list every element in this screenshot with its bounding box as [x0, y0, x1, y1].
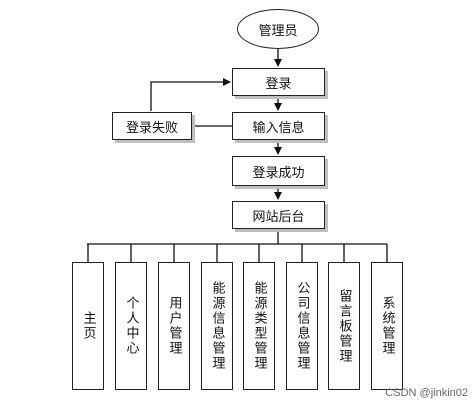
watermark: CSDN @jinkin02 [385, 387, 468, 399]
login-label: 登录 [265, 76, 292, 92]
module-system-management: 系统管理 [371, 262, 403, 390]
module-label: 能源类型管理 [251, 281, 267, 371]
module-energy-info-management: 能源信息管理 [201, 262, 233, 390]
module-label: 能源信息管理 [209, 281, 225, 371]
module-home: 主页 [72, 262, 104, 390]
input-info-node: 输入信息 [232, 112, 325, 140]
login-success-label: 登录成功 [252, 165, 305, 181]
module-user-management: 用户管理 [158, 262, 190, 390]
module-label: 留言板管理 [336, 288, 352, 364]
login-success-node: 登录成功 [232, 156, 325, 186]
admin-label: 管理员 [258, 23, 298, 39]
module-label: 个人中心 [123, 296, 139, 356]
login-fail-label: 登录失败 [125, 120, 178, 136]
module-label: 用户管理 [166, 296, 182, 356]
module-label: 系统管理 [379, 296, 395, 356]
input-info-label: 输入信息 [252, 120, 305, 136]
login-fail-node: 登录失败 [112, 112, 192, 140]
backend-label: 网站后台 [252, 209, 305, 225]
module-label: 主页 [80, 311, 96, 341]
login-node: 登录 [232, 68, 325, 96]
module-personal-center: 个人中心 [115, 262, 147, 390]
module-energy-type-management: 能源类型管理 [243, 262, 275, 390]
admin-node: 管理员 [237, 9, 319, 49]
backend-node: 网站后台 [232, 201, 325, 229]
module-label: 公司信息管理 [294, 281, 310, 371]
module-company-info-management: 公司信息管理 [286, 262, 318, 390]
module-message-board-management: 留言板管理 [328, 262, 360, 390]
